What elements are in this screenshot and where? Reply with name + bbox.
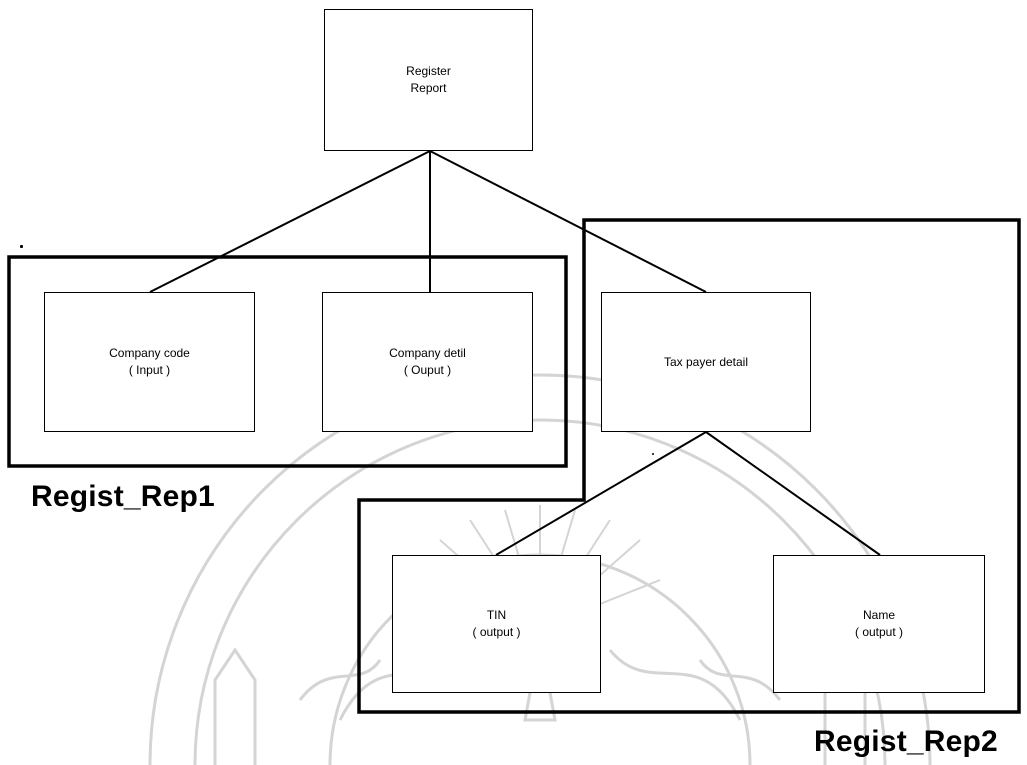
node-label-line: Report xyxy=(410,81,447,95)
node-tin: TIN ( output ) xyxy=(392,555,601,693)
node-label-line: ( Ouput ) xyxy=(403,363,452,377)
node-company-detail: Company detil ( Ouput ) xyxy=(322,292,533,432)
group-outline-rep2 xyxy=(357,218,1021,714)
node-label-line: Company detil xyxy=(389,346,466,360)
stray-mark xyxy=(652,453,654,455)
edge-tax-payer-tin xyxy=(495,431,707,556)
node-name: Name ( output ) xyxy=(773,555,985,693)
group-outline-rep1 xyxy=(7,255,568,468)
node-label-line: TIN xyxy=(486,608,507,622)
node-label-line: Tax payer detail xyxy=(663,354,749,369)
node-register-report: Register Report xyxy=(324,9,533,151)
node-label-line: ( output ) xyxy=(472,625,521,639)
node-company-code: Company code ( Input ) xyxy=(44,292,255,432)
edge-root-tax-payer xyxy=(429,150,707,293)
node-label-line: ( output ) xyxy=(854,625,904,639)
node-label-line: ( Input ) xyxy=(128,363,171,377)
stray-mark xyxy=(20,245,23,248)
edge-root-company-code xyxy=(149,150,431,293)
group-label-rep1: Regist_Rep1 xyxy=(31,480,215,513)
node-tax-payer-detail: Tax payer detail xyxy=(601,292,811,432)
node-label-line: Company code xyxy=(109,346,190,360)
group-label-rep2: Regist_Rep2 xyxy=(814,725,998,758)
node-label-line: Name xyxy=(862,608,895,622)
edge-tax-payer-name xyxy=(705,431,881,556)
node-label-line: Register xyxy=(406,64,451,78)
